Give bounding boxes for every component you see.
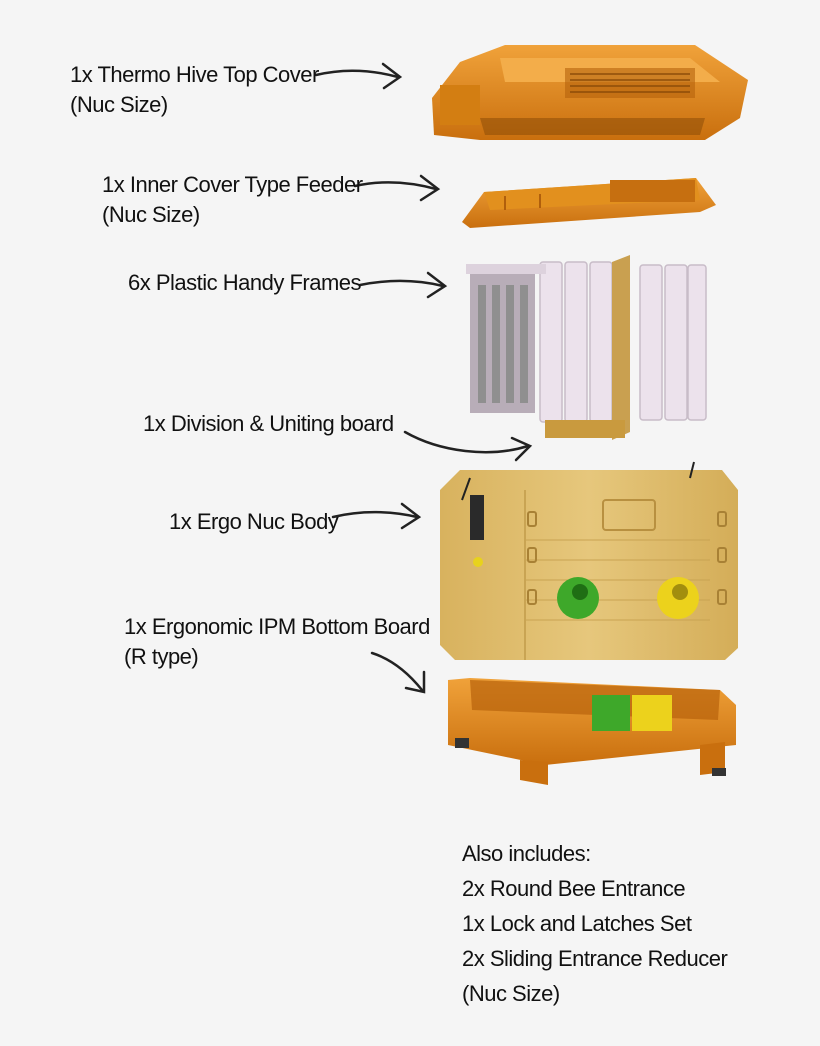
plastic-frames-image [466, 255, 707, 440]
arrow-feeder [353, 181, 438, 191]
arrows [314, 62, 533, 694]
arrow-division [403, 430, 530, 454]
thermo-top-cover-image [432, 45, 748, 140]
arrow-body [331, 510, 419, 519]
arrow-top-cover [314, 69, 400, 79]
arrow-frames-head [426, 271, 448, 299]
arrow-feeder-head [419, 174, 441, 202]
arrow-top-cover-head [381, 62, 403, 90]
label-top-cover-line1: 1x Thermo Hive Top Cover [70, 62, 319, 87]
label-frames-line1: 6x Plastic Handy Frames [128, 270, 362, 295]
also-includes-item: 2x Sliding Entrance Reducer [462, 946, 728, 971]
also-includes-item: (Nuc Size) [462, 981, 560, 1006]
arrow-body-head [400, 502, 422, 530]
label-feeder-line1: 1x Inner Cover Type Feeder [102, 172, 363, 197]
label-bottom: 1x Ergonomic IPM Bottom Board (R type) [124, 612, 430, 672]
label-division-line1: 1x Division & Uniting board [143, 411, 394, 436]
also-includes-item: 1x Lock and Latches Set [462, 911, 692, 936]
ergo-nuc-body-image [440, 461, 738, 660]
ipm-bottom-board-image [448, 678, 736, 785]
also-includes-heading: Also includes: [462, 841, 591, 866]
label-bottom-line2: (R type) [124, 644, 199, 669]
label-top-cover: 1x Thermo Hive Top Cover (Nuc Size) [70, 60, 319, 120]
label-feeder-line2: (Nuc Size) [102, 202, 200, 227]
arrow-division-head [510, 436, 533, 462]
arrow-bottom-head [404, 670, 426, 694]
inner-cover-feeder-image [462, 178, 716, 228]
label-bottom-line1: 1x Ergonomic IPM Bottom Board [124, 614, 430, 639]
arrow-bottom [370, 651, 424, 692]
also-includes-block: Also includes: 2x Round Bee Entrance 1x … [462, 836, 728, 1011]
label-division: 1x Division & Uniting board [143, 409, 394, 439]
arrow-frames [358, 279, 445, 288]
label-frames: 6x Plastic Handy Frames [128, 268, 362, 298]
label-body: 1x Ergo Nuc Body [169, 507, 339, 537]
label-feeder: 1x Inner Cover Type Feeder (Nuc Size) [102, 170, 363, 230]
label-top-cover-line2: (Nuc Size) [70, 92, 168, 117]
also-includes-item: 2x Round Bee Entrance [462, 876, 686, 901]
label-body-line1: 1x Ergo Nuc Body [169, 509, 339, 534]
